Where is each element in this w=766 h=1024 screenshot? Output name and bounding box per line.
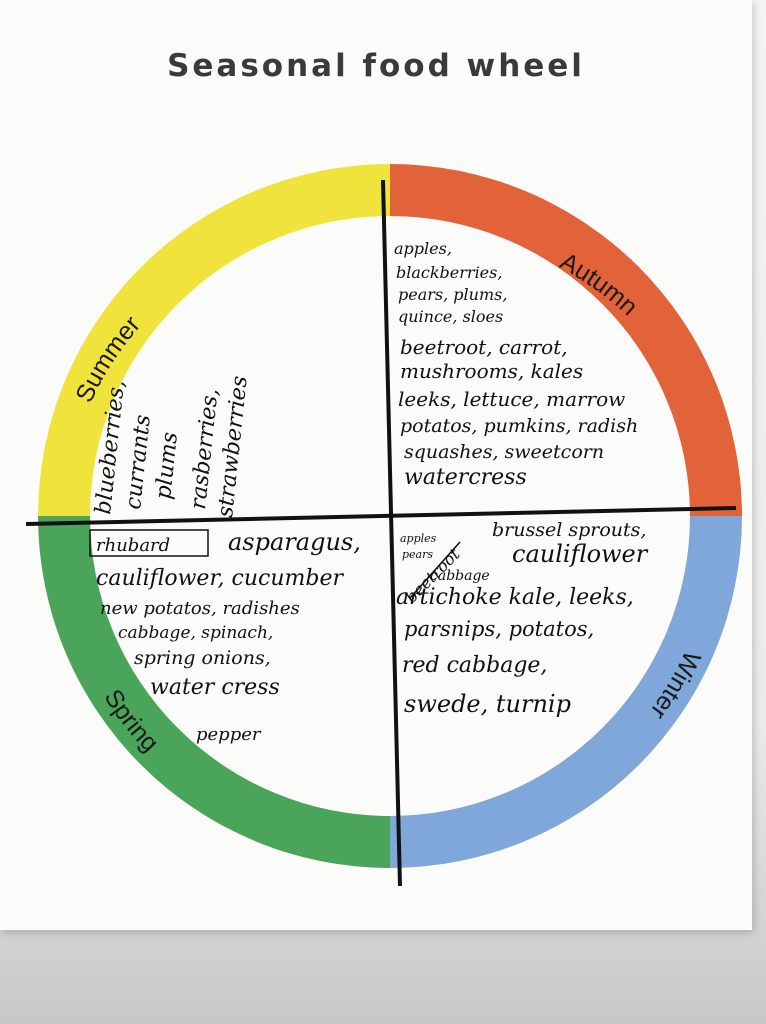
beetroot-strike — [409, 541, 461, 599]
autumn-line: potatos, pumkins, radish — [400, 415, 638, 437]
horizontal-divider — [25, 506, 737, 526]
rhubard-box — [89, 529, 209, 557]
winter-small-item: pears — [402, 548, 433, 561]
autumn-line: squashes, sweetcorn — [404, 441, 604, 463]
autumn-line: quince, sloes — [398, 307, 503, 326]
autumn-line: pears, plums, — [398, 285, 507, 304]
winter-small-item: apples — [400, 532, 437, 545]
spring-line: spring onions, — [134, 647, 271, 669]
spring-line: pepper — [196, 724, 262, 745]
spring-line: cabbage, spinach, — [118, 623, 273, 643]
autumn-line: apples, — [394, 239, 452, 258]
spring-line: water cress — [150, 675, 280, 700]
winter-line: red cabbage, — [402, 653, 547, 678]
ring-summer — [38, 164, 390, 516]
autumn-line: watercress — [404, 465, 527, 490]
autumn-line: mushrooms, kales — [400, 359, 583, 383]
spring-line: cauliflower, cucumber — [96, 566, 344, 591]
autumn-notes: apples, blackberries, pears, plums, quin… — [394, 239, 638, 490]
ring-winter — [390, 516, 742, 868]
autumn-line: beetroot, carrot, — [400, 335, 568, 359]
winter-line: brussel sprouts, — [492, 519, 646, 541]
paper-sheet: Seasonal food wheel — [0, 0, 752, 930]
spring-boxed-item: rhubard — [96, 535, 170, 556]
summer-item: plums — [151, 431, 183, 501]
spring-notes: rhubard asparagus, cauliflower, cucumber… — [89, 528, 361, 745]
page-title: Seasonal food wheel — [167, 48, 585, 84]
spring-line: new potatos, radishes — [100, 598, 300, 619]
summer-notes: blueberries, currants plums rasberries, … — [91, 375, 253, 519]
autumn-line: leeks, lettuce, marrow — [398, 387, 625, 411]
winter-line: parsnips, potatos, — [404, 617, 594, 641]
autumn-line: blackberries, — [396, 263, 502, 282]
ring-autumn — [390, 164, 742, 516]
winter-notes: apples pears brussel sprouts, beetroot c… — [396, 519, 649, 718]
ring-spring — [38, 516, 390, 868]
winter-line: cabbage — [430, 568, 490, 584]
vertical-divider — [381, 179, 402, 887]
spring-line: asparagus, — [228, 528, 361, 556]
winter-line: swede, turnip — [404, 690, 571, 718]
winter-line: cauliflower — [512, 540, 649, 568]
winter-line: artichoke kale, leeks, — [396, 585, 634, 610]
